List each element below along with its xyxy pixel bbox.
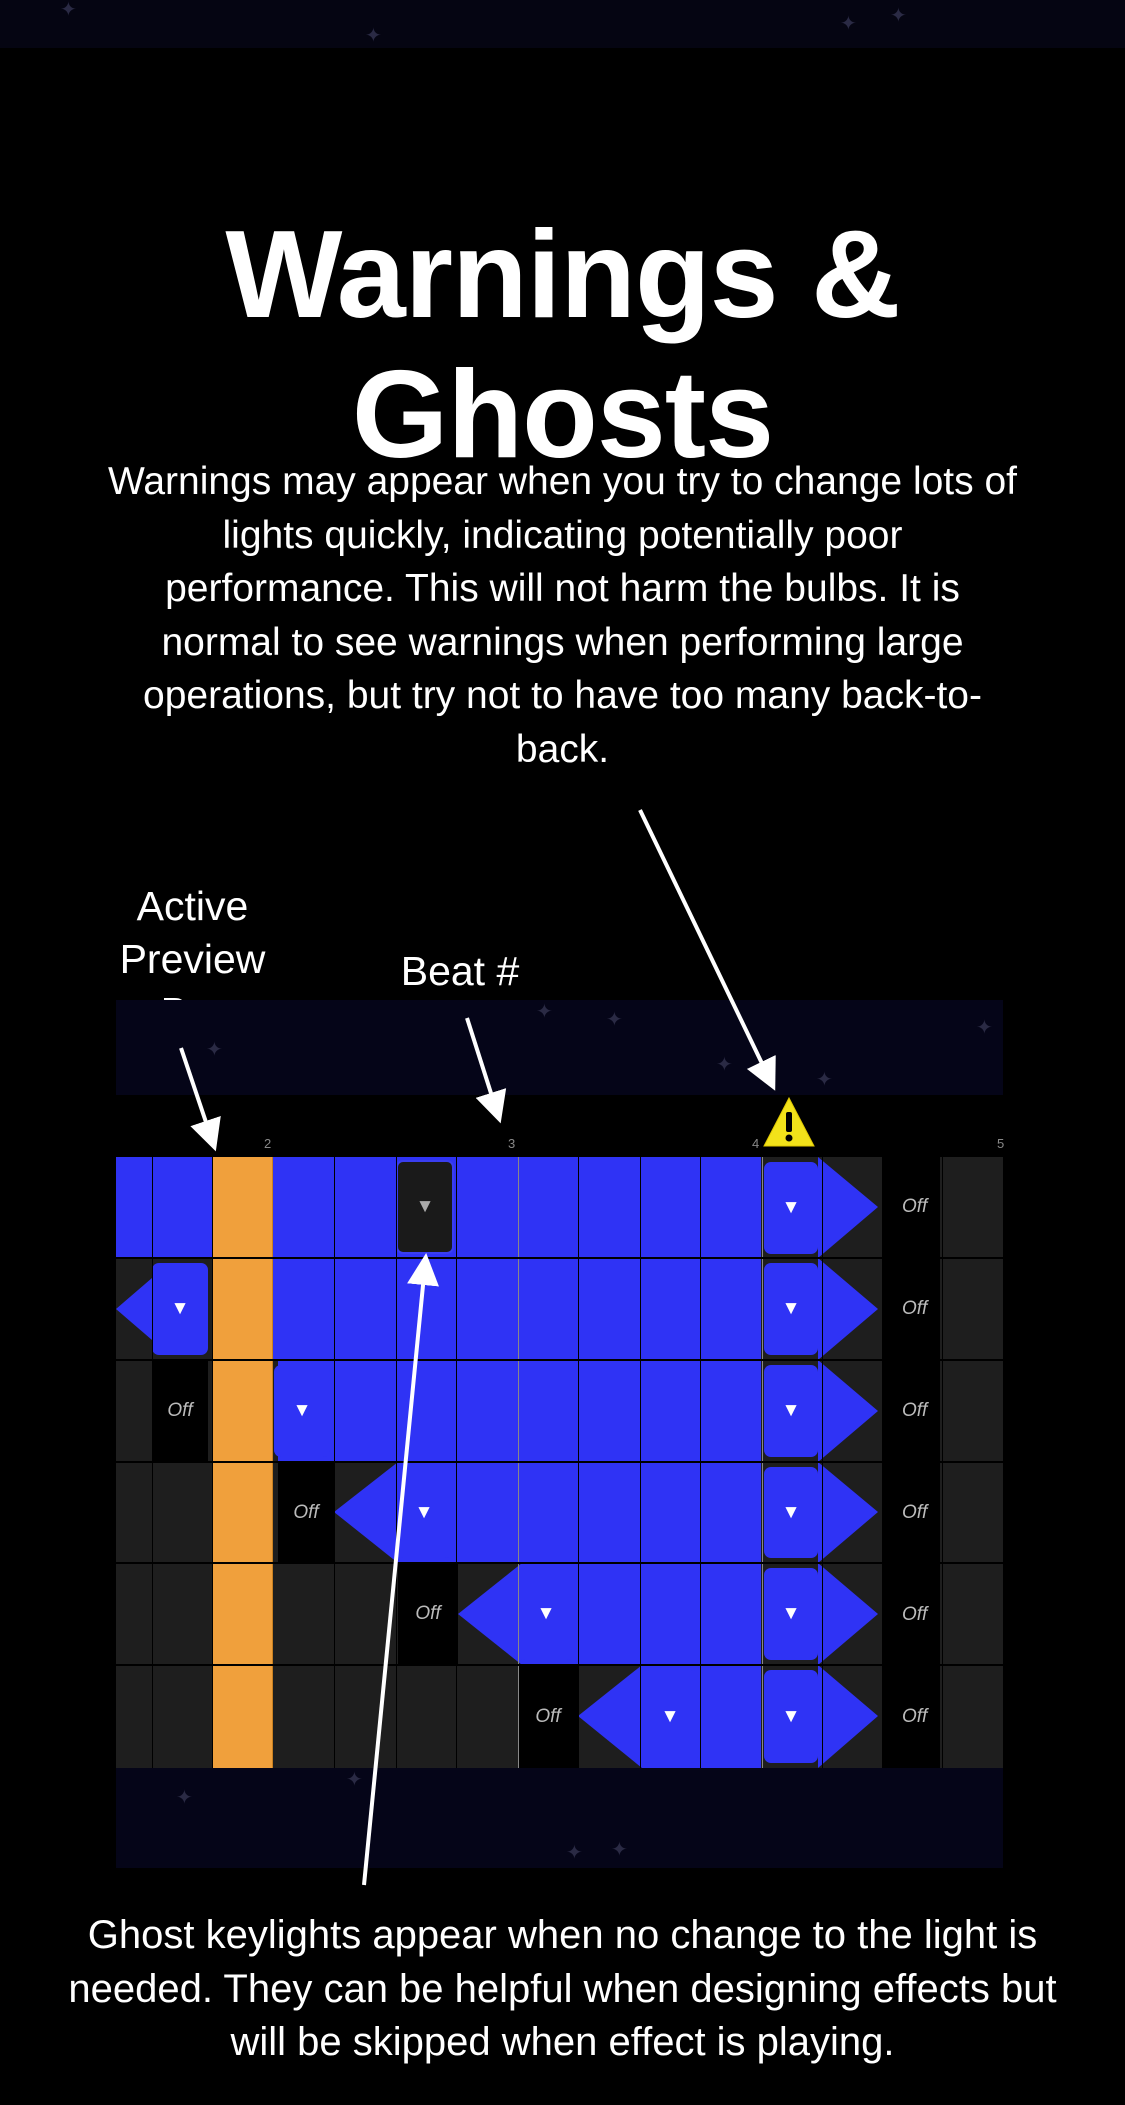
keylight-warning-row-2[interactable]: ▼: [764, 1263, 818, 1355]
beat-number-3: 3: [508, 1136, 516, 1151]
fade-in-shape: [578, 1665, 642, 1768]
star-decoration: ✦: [365, 25, 382, 47]
off-label: Off: [902, 1298, 928, 1319]
warning-explanation: Warnings may appear when you try to chan…: [107, 460, 1018, 771]
warning-triangle-icon[interactable]: [762, 1096, 816, 1148]
off-label: Off: [902, 1196, 928, 1217]
beat-number-4: 4: [752, 1136, 760, 1151]
star-decoration: ✦: [716, 1054, 733, 1076]
star-decoration: ✦: [611, 1839, 628, 1861]
star-decoration: ✦: [840, 13, 857, 35]
star-decoration: ✦: [890, 5, 907, 27]
keylight-row-2[interactable]: ▼: [152, 1263, 208, 1355]
star-decoration: ✦: [816, 1069, 833, 1091]
fade-in-shape: [334, 1462, 398, 1563]
beat-number-5: 5: [997, 1136, 1005, 1151]
ghost-keylight[interactable]: ▼: [396, 1160, 454, 1254]
off-label: Off: [902, 1502, 928, 1523]
fade-in-shape: [458, 1563, 522, 1665]
keylight-warning-row-1[interactable]: ▼: [764, 1162, 818, 1254]
light-row-2-on-span[interactable]: [238, 1258, 761, 1360]
off-cell-row-5[interactable]: Off: [398, 1563, 458, 1665]
light-row-3-on-span[interactable]: [278, 1360, 761, 1462]
beat-ruler: [116, 1095, 1003, 1157]
beat-number-label: Beat #: [400, 948, 520, 994]
off-label: Off: [902, 1604, 928, 1625]
star-decoration: ✦: [566, 1842, 583, 1864]
editor-bottom-band: ✦ ✦ ✦ ✦: [116, 1768, 1003, 1868]
beat-number-2: 2: [264, 1136, 272, 1151]
keylight-warning-row-4[interactable]: ▼: [764, 1467, 818, 1558]
fade-out-shapes: [818, 1157, 878, 1768]
keylight-warning-row-5[interactable]: ▼: [764, 1568, 818, 1660]
star-decoration: ✦: [536, 1001, 553, 1023]
keylight-row-6[interactable]: ▼: [642, 1670, 698, 1763]
light-sequence-grid[interactable]: ▼ Off ▼ Off ▼ Off ▼ Off ▼ ▼ ▼ ▼ ▼ ▼ ▼ ▼ …: [116, 1157, 1003, 1768]
page-title: Warnings & Ghosts: [225, 206, 900, 484]
star-decoration: ✦: [206, 1039, 223, 1061]
keylight-row-3[interactable]: ▼: [274, 1365, 330, 1457]
star-decoration: ✦: [346, 1769, 363, 1791]
light-row-4-on-span[interactable]: [398, 1462, 761, 1563]
top-bar: ✦ ✦ ✦ ✦: [0, 0, 1125, 48]
editor-top-band: ✦ ✦ ✦ ✦ ✦ ✦: [116, 1000, 1003, 1095]
keylight-row-5[interactable]: ▼: [518, 1568, 574, 1660]
off-cell-row-3[interactable]: Off: [152, 1360, 208, 1462]
off-cell-row-6[interactable]: Off: [518, 1665, 578, 1768]
ghost-explanation: Ghost keylights appear when no change to…: [68, 1913, 1057, 2064]
off-label: Off: [902, 1706, 928, 1727]
keylight-row-4[interactable]: ▼: [396, 1467, 452, 1558]
keylight-warning-row-6[interactable]: ▼: [764, 1670, 818, 1763]
star-decoration: ✦: [60, 0, 77, 21]
off-label: Off: [902, 1400, 928, 1421]
star-decoration: ✦: [606, 1009, 623, 1031]
star-decoration: ✦: [976, 1017, 993, 1039]
fade-in-shape: [116, 1278, 152, 1340]
keylight-warning-row-3[interactable]: ▼: [764, 1365, 818, 1457]
off-cell-row-4[interactable]: Off: [278, 1462, 334, 1563]
star-decoration: ✦: [176, 1787, 193, 1809]
